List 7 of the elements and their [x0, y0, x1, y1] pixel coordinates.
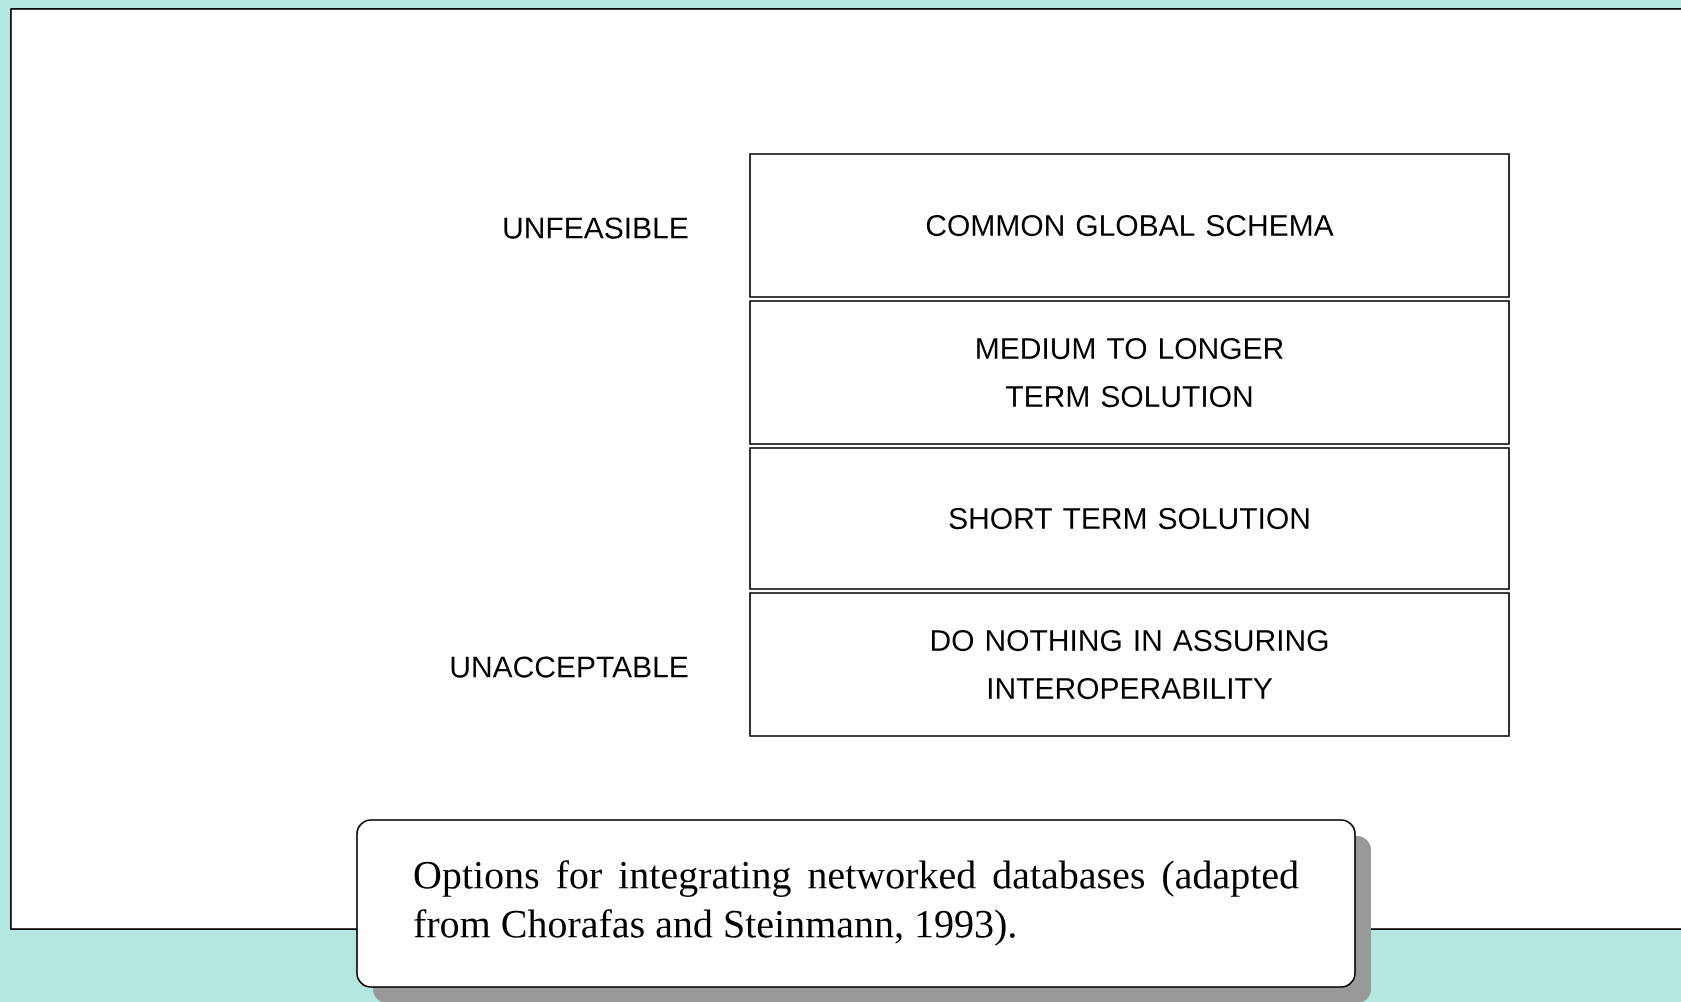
- caption-box: Options for integrating networked databases (adapted from Chorafas and Steinmann, 1993).: [356, 819, 1371, 1002]
- side-label: UNACCEPTABLE: [451, 656, 688, 678]
- side-label: UNFEASIBLE: [504, 217, 688, 239]
- layer-box: COMMON GLOBAL SCHEMA: [749, 153, 1510, 298]
- layer-box: DO NOTHING IN ASSURING INTEROPERABILITY: [749, 592, 1510, 737]
- layer-box: MEDIUM TO LONGER TERM SOLUTION: [749, 300, 1510, 445]
- layer-box: SHORT TERM SOLUTION: [749, 447, 1510, 590]
